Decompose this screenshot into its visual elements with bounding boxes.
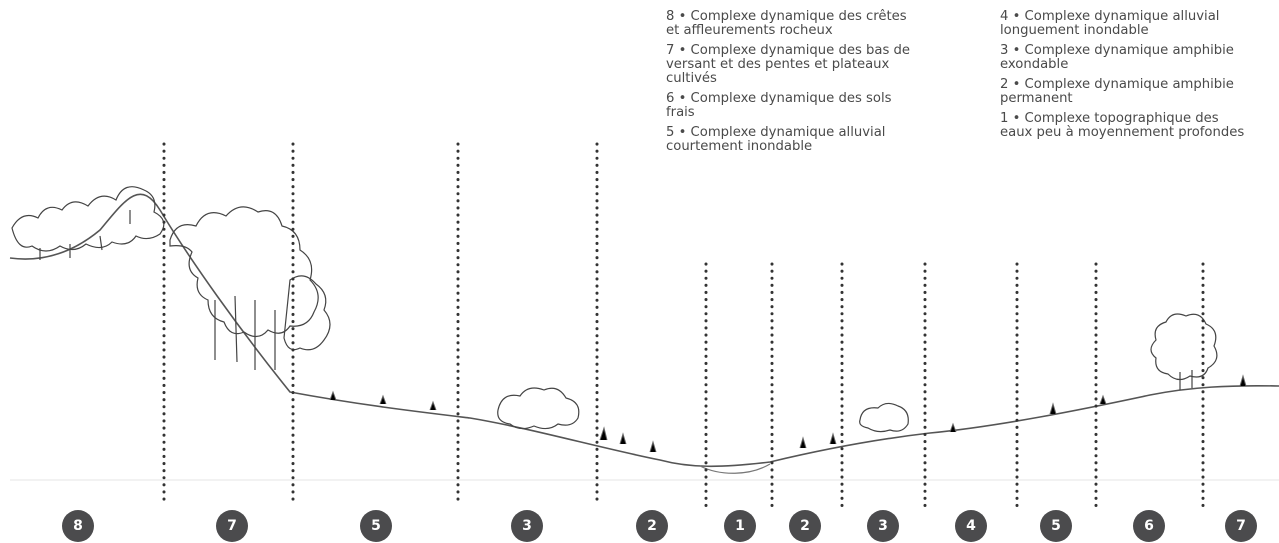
legend-item: 4 • Complexe dynamique alluvial longueme…: [1000, 10, 1220, 38]
terrain-line: [9, 193, 1279, 468]
legend-column-left: 8 • Complexe dynamique des crêtes et aff…: [666, 10, 966, 160]
legend-item: 1 • Complexe topographique des eaux peu …: [1000, 111, 1245, 140]
tree-canopy-slope: [169, 206, 331, 370]
zone-badge: 3: [511, 510, 543, 542]
zone-badge: 1: [724, 510, 756, 542]
bush-center-left: [497, 387, 580, 430]
legend-item: 3 • Complexe dynamique amphibie exondabl…: [1000, 43, 1234, 72]
legend-item: 6 • Complexe dynamique des sols frais: [666, 91, 892, 120]
legend-item: 2 • Complexe dynamique amphibie permanen…: [1000, 77, 1234, 106]
zone-badge: 3: [867, 510, 899, 542]
zone-badge: 7: [216, 510, 248, 542]
bush-center-right: [859, 402, 909, 433]
legend-item: 5 • Complexe dynamique alluvial courteme…: [666, 125, 886, 154]
zone-badge: 4: [955, 510, 987, 542]
zone-badge: 8: [62, 510, 94, 542]
zone-badge: 2: [789, 510, 821, 542]
legend-column-right: 4 • Complexe dynamique alluvial longueme…: [1000, 10, 1279, 146]
tree-canopy-crest: [11, 186, 165, 260]
zone-badge: 7: [1225, 510, 1257, 542]
zone-badge: 6: [1133, 510, 1165, 542]
zone-badge: 5: [360, 510, 392, 542]
grass-tufts: [329, 374, 1247, 453]
zone-badge: 2: [636, 510, 668, 542]
tree-right: [1150, 313, 1218, 390]
zone-boundaries: [162, 142, 1205, 508]
legend-item: 7 • Complexe dynamique des bas de versan…: [666, 43, 911, 86]
legend-item: 8 • Complexe dynamique des crêtes et aff…: [666, 9, 907, 38]
zone-badge: 5: [1040, 510, 1072, 542]
